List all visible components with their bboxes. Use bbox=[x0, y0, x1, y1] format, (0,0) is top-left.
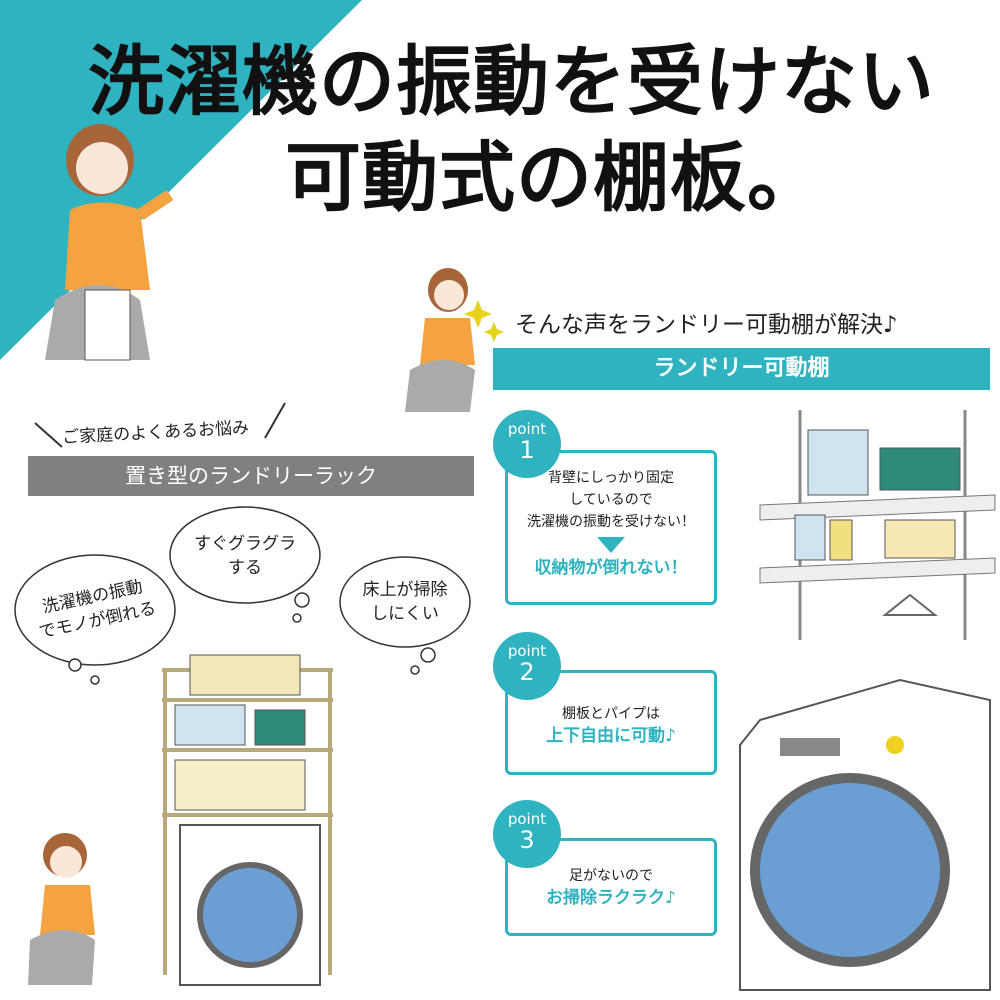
thought-clouds bbox=[14, 506, 471, 685]
point-box-2: 棚板とパイプは 上下自由に可動♪ bbox=[505, 670, 717, 775]
worried-woman-illustration bbox=[28, 833, 95, 985]
cloud-line: しにくい bbox=[371, 604, 439, 624]
product-bar: ランドリー可動棚 bbox=[493, 348, 990, 390]
point-1-line: しているので bbox=[569, 492, 653, 508]
cloud-line: すぐグラグラ bbox=[194, 534, 296, 554]
point-number: 1 bbox=[519, 436, 535, 464]
headline-line-2: 可動式の棚板。 bbox=[285, 133, 824, 222]
point-tag: point bbox=[507, 420, 547, 438]
cloud-line: する bbox=[228, 558, 262, 578]
point-1-highlight: 収納物が倒れない！ bbox=[534, 558, 688, 578]
movable-shelf-illustration bbox=[759, 410, 996, 640]
point-number: 3 bbox=[519, 826, 535, 854]
point-2-highlight: 上下自由に可動♪ bbox=[546, 726, 676, 746]
point-2-line: 棚板とパイプは bbox=[562, 706, 660, 722]
point-tag: point bbox=[507, 642, 547, 660]
point-3-line: 足がないので bbox=[569, 868, 653, 884]
rack-bar: 置き型のランドリーラック bbox=[28, 456, 474, 496]
down-arrow-icon bbox=[597, 537, 625, 553]
cloud-text-3: 床上が掃除 しにくい bbox=[345, 578, 465, 626]
woman-small-illustration bbox=[405, 268, 504, 412]
cloud-line: 床上が掃除 bbox=[362, 580, 448, 600]
point-1-line: 洗濯機の振動を受けない！ bbox=[527, 514, 695, 530]
point-box-1: 背壁にしっかり固定 しているので 洗濯機の振動を受けない！ 収納物が倒れない！ bbox=[505, 450, 717, 605]
point-badge-2: point 2 bbox=[493, 632, 561, 700]
point-3-highlight: お掃除ラクラク♪ bbox=[546, 888, 676, 908]
point-badge-3: point 3 bbox=[493, 800, 561, 868]
washing-machine-small-illustration bbox=[179, 824, 321, 986]
point-1-line: 背壁にしっかり固定 bbox=[548, 470, 674, 486]
point-number: 2 bbox=[519, 658, 535, 686]
point-badge-1: point 1 bbox=[493, 410, 561, 478]
solution-speech: そんな声をランドリー可動棚が解決♪ bbox=[515, 312, 898, 338]
headline-line-1: 洗濯機の振動を受けない bbox=[88, 37, 935, 126]
woman-illustration bbox=[45, 124, 174, 361]
washing-machine-large-illustration bbox=[739, 678, 991, 991]
cloud-text-2: すぐグラグラ する bbox=[175, 532, 315, 580]
point-tag: point bbox=[507, 810, 547, 828]
